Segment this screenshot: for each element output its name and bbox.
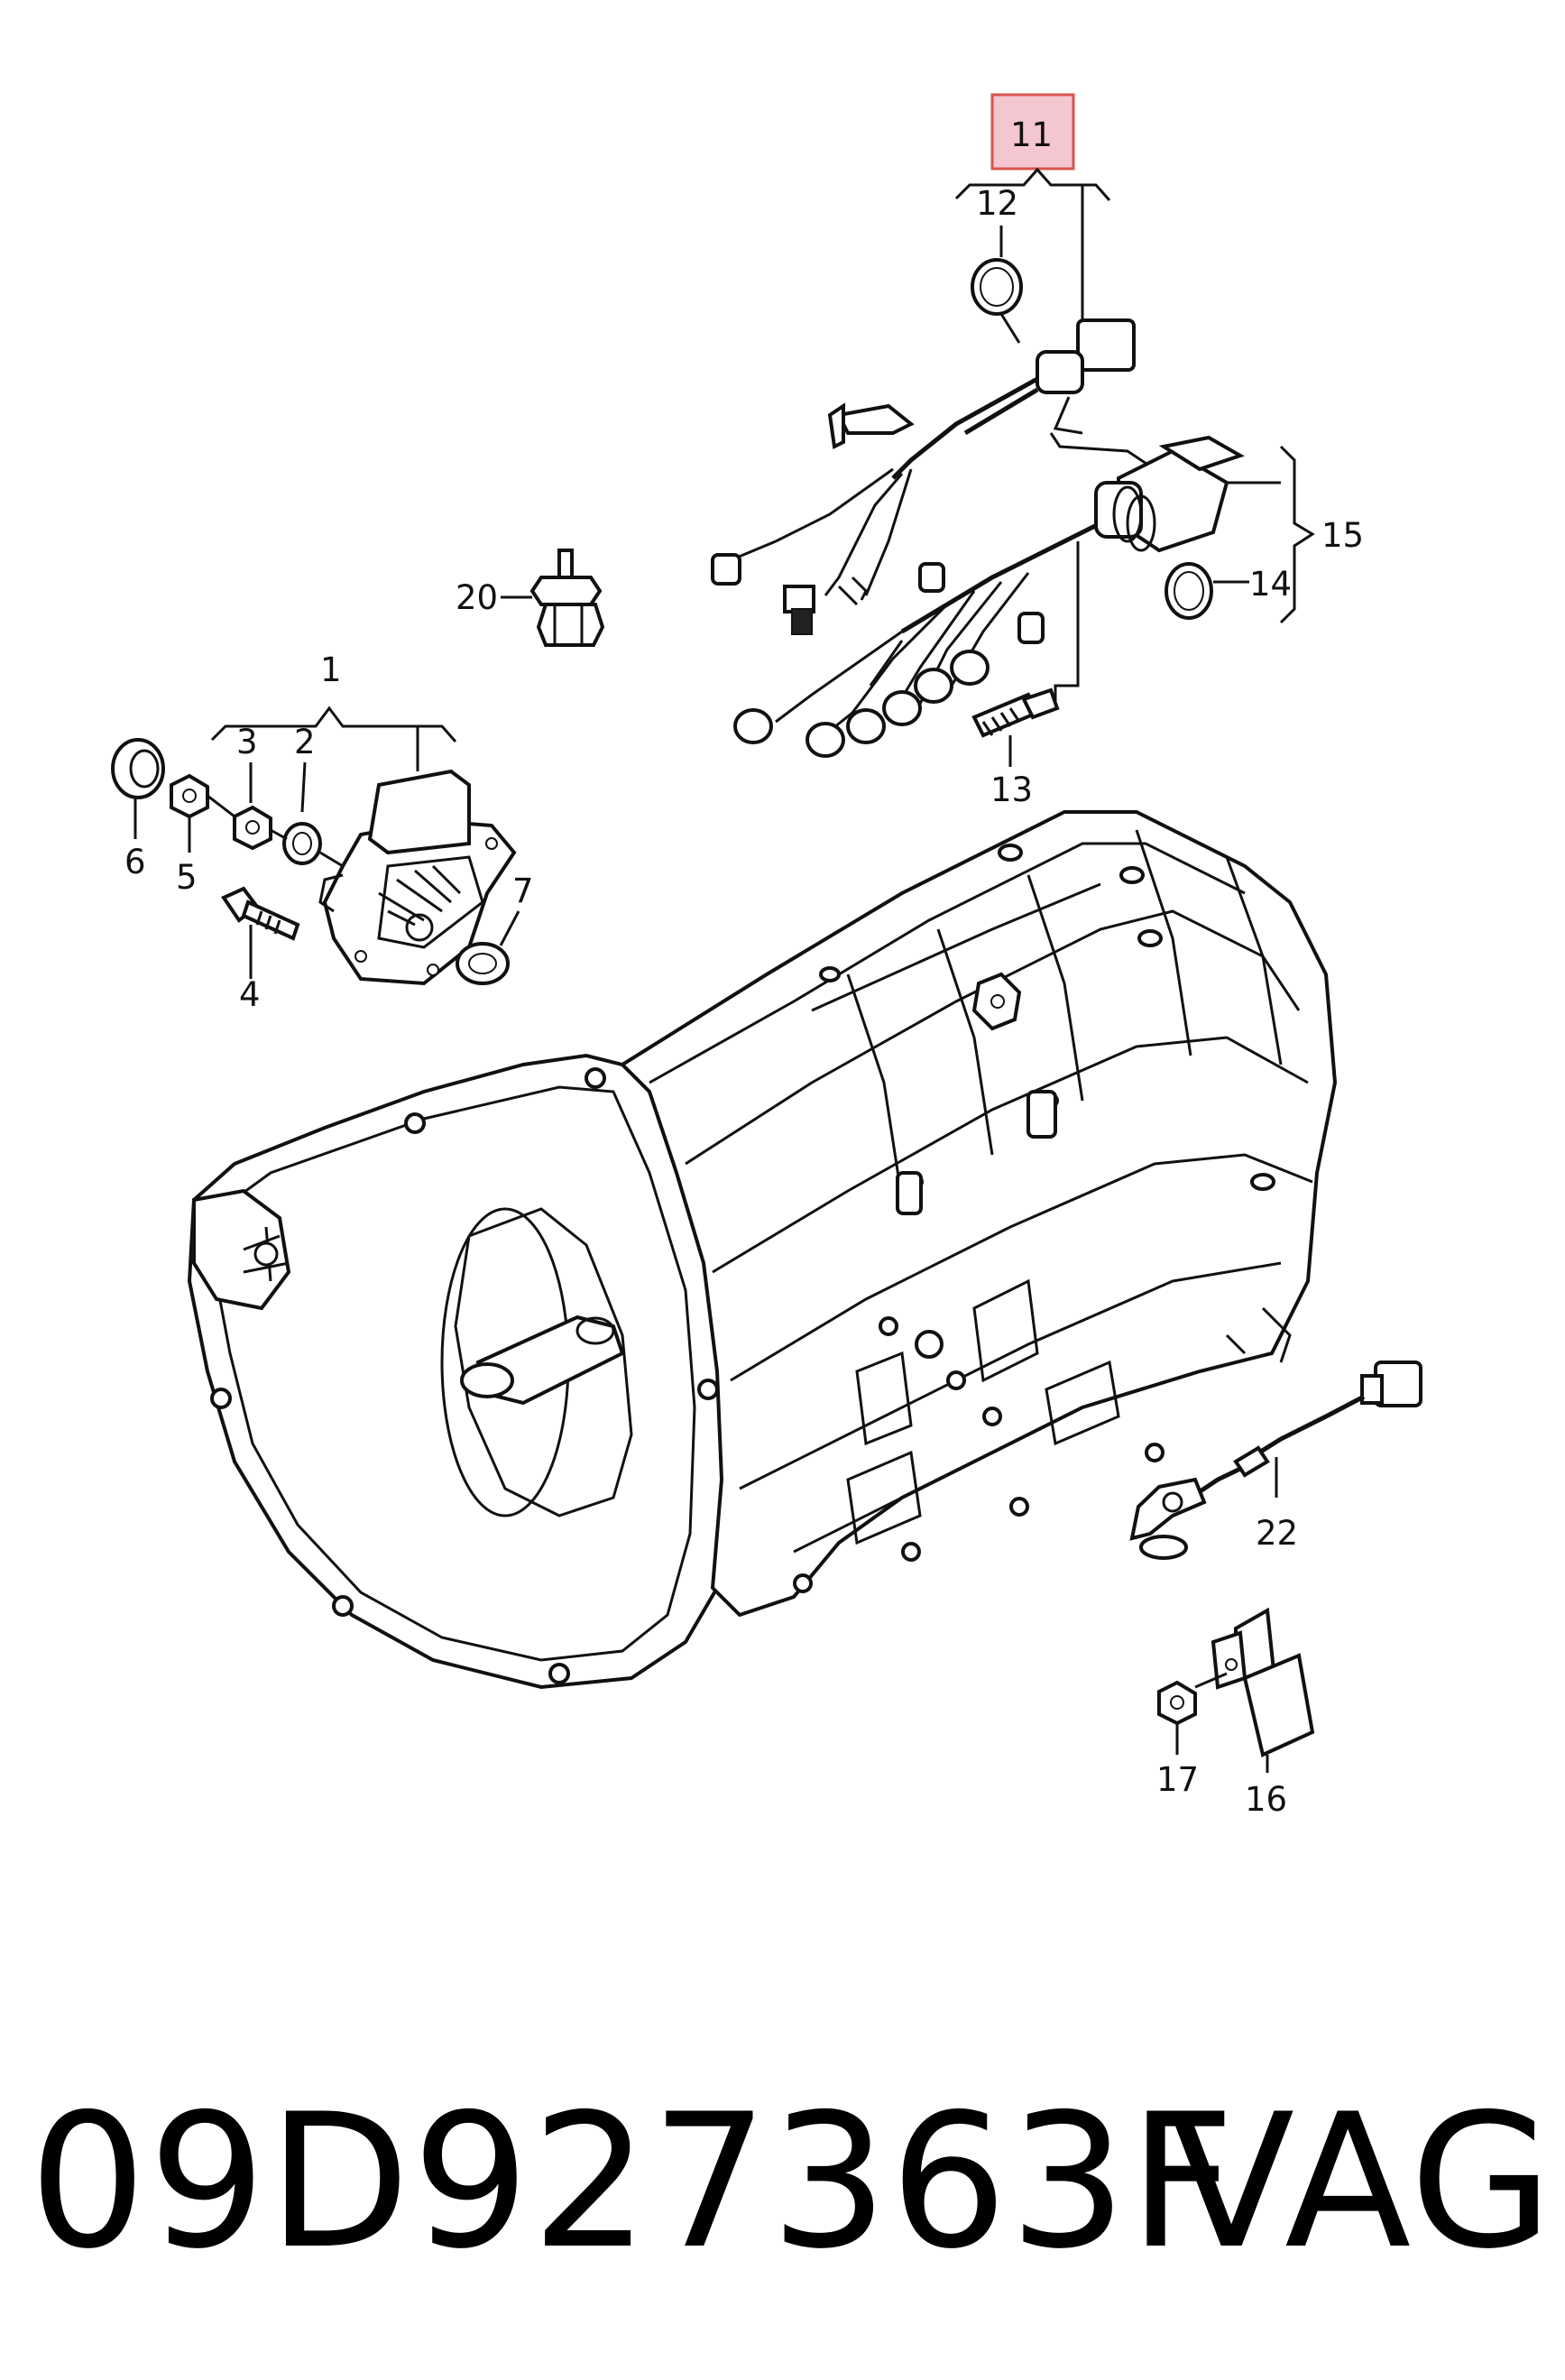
callout-16: 16: [1245, 1780, 1287, 1819]
bolt-4: [221, 886, 300, 941]
callout-22: 22: [1256, 1514, 1298, 1553]
bracket-16: [1211, 1607, 1315, 1757]
callout-11: 11: [1010, 115, 1053, 154]
callout-11-highlight: [990, 93, 1075, 171]
part-number: 09D927363F: [29, 2075, 1238, 2290]
callout-7: 7: [512, 872, 534, 910]
brand-label: VAG: [1168, 2075, 1555, 2290]
sensor-22: [1129, 1361, 1422, 1560]
fitting-13: [971, 687, 1060, 738]
callout-13: 13: [990, 770, 1033, 809]
o-ring-14: [1165, 562, 1213, 620]
callout-5: 5: [176, 858, 198, 897]
callout-17: 17: [1156, 1760, 1199, 1799]
callout-6: 6: [124, 843, 146, 881]
callout-2: 2: [294, 723, 316, 761]
connector-15: [1094, 435, 1245, 553]
transmission-housing: [187, 810, 1338, 1690]
callout-1: 1: [320, 650, 342, 689]
callout-4: 4: [239, 975, 261, 1014]
callout-12: 12: [976, 184, 1018, 223]
callout-20: 20: [456, 578, 498, 617]
callout-3: 3: [236, 723, 258, 761]
callout-15: 15: [1321, 516, 1364, 555]
sensor-20: [529, 549, 605, 647]
selector-switch-1: [318, 769, 517, 986]
callout-14: 14: [1249, 565, 1292, 604]
wiring-harness-11: [711, 318, 1155, 758]
